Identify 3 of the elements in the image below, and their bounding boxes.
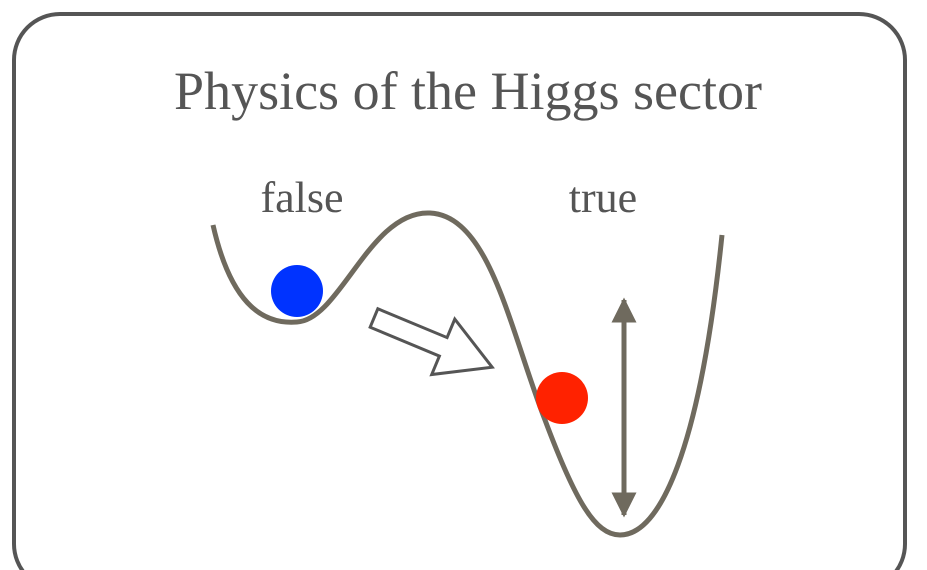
vacuum-label: false	[260, 172, 344, 223]
title: Physics of the Higgs sector	[174, 60, 762, 122]
vacuum-label: true	[568, 172, 638, 223]
